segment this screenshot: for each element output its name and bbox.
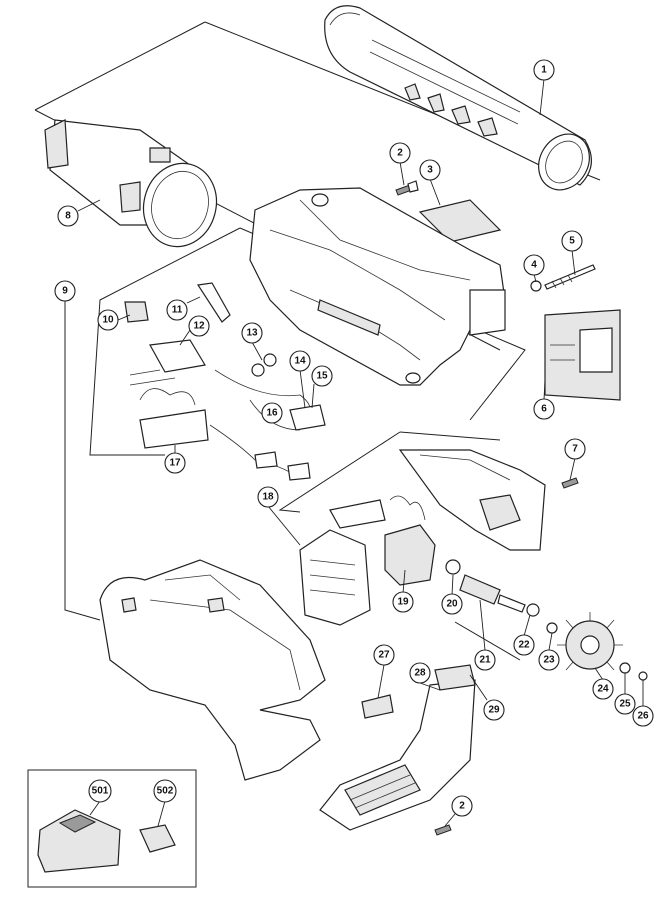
svg-text:7: 7 (572, 444, 578, 455)
svg-text:11: 11 (172, 305, 183, 316)
callout-23: 23 (538, 649, 560, 671)
svg-text:23: 23 (543, 655, 555, 666)
nozzle-part-8 (44, 119, 218, 248)
svg-text:2: 2 (397, 148, 403, 159)
lever-part-11 (196, 282, 231, 323)
blower-tube-part-1 (324, 5, 592, 191)
svg-text:27: 27 (378, 650, 390, 661)
callout-502: 502 (153, 779, 177, 803)
motor-housing (398, 449, 546, 551)
svg-text:1: 1 (541, 65, 547, 76)
upper-housing (249, 187, 506, 386)
part-27 (361, 694, 394, 719)
svg-text:20: 20 (446, 599, 458, 610)
callout-3: 3 (419, 159, 441, 181)
label-part-3 (418, 199, 502, 243)
svg-text:12: 12 (193, 321, 205, 332)
callout-2: 2 (389, 142, 411, 164)
callout-18: 18 (257, 486, 279, 508)
svg-text:18: 18 (262, 492, 274, 503)
callout-26: 26 (632, 705, 654, 727)
screw-part-2 (395, 180, 419, 196)
svg-text:501: 501 (92, 786, 109, 797)
controller-part-17 (139, 388, 311, 481)
svg-text:25: 25 (619, 699, 631, 710)
svg-text:3: 3 (427, 165, 433, 176)
callout-16: 16 (261, 402, 283, 424)
screw-part-2-lower (434, 824, 452, 836)
svg-text:17: 17 (169, 458, 181, 469)
callout-7: 7 (564, 438, 586, 460)
callout-29: 29 (483, 699, 505, 721)
lower-housing (99, 559, 326, 781)
svg-text:4: 4 (531, 260, 537, 271)
callout-5: 5 (561, 230, 583, 252)
motor-part-19 (329, 495, 436, 586)
callouts: 1 2 3 4 5 6 7 8 9 10 11 12 13 14 15 16 1… (54, 59, 654, 817)
svg-text:21: 21 (479, 655, 491, 666)
svg-text:24: 24 (597, 684, 609, 695)
callout-13: 13 (241, 322, 263, 344)
svg-text:29: 29 (488, 705, 500, 716)
svg-text:14: 14 (294, 356, 306, 367)
svg-text:10: 10 (102, 315, 114, 326)
rod-part-5 (544, 264, 596, 290)
callout-24: 24 (592, 678, 614, 700)
callout-25: 25 (614, 693, 636, 715)
adapter-part-502 (139, 824, 176, 853)
washer-part-25 (619, 662, 631, 674)
screw-part-7 (561, 477, 579, 489)
callout-12: 12 (188, 315, 210, 337)
leds-part-13 (251, 353, 277, 377)
svg-text:2: 2 (459, 801, 465, 812)
charger-part-501 (37, 809, 121, 873)
callout-15: 15 (311, 365, 333, 387)
callout-21: 21 (474, 649, 496, 671)
callout-501: 501 (88, 779, 112, 803)
spring-part-4 (530, 280, 542, 292)
svg-text:19: 19 (397, 597, 409, 608)
callout-20: 20 (441, 593, 463, 615)
svg-text:28: 28 (414, 668, 426, 679)
switch-cover-part-10 (124, 301, 149, 323)
intake-cover-parts-28-29 (319, 664, 476, 831)
accessory-box (27, 769, 197, 888)
callout-9: 9 (54, 280, 76, 302)
motor-cover-part-18 (299, 529, 371, 626)
leader-lines (77, 78, 644, 827)
svg-text:13: 13 (246, 328, 258, 339)
svg-text:5: 5 (569, 236, 575, 247)
callout-10: 10 (97, 309, 119, 331)
callout-28: 28 (409, 662, 431, 684)
callout-4: 4 (523, 254, 545, 276)
callout-19: 19 (392, 591, 414, 613)
callout-27: 27 (373, 644, 395, 666)
svg-text:9: 9 (62, 286, 68, 297)
svg-text:8: 8 (65, 211, 71, 222)
svg-text:15: 15 (316, 371, 328, 382)
callout-6: 6 (533, 398, 555, 420)
svg-text:6: 6 (541, 404, 547, 415)
svg-text:22: 22 (518, 640, 530, 651)
callout-8: 8 (57, 205, 79, 227)
battery-part-6 (544, 309, 621, 401)
svg-text:502: 502 (157, 786, 174, 797)
callout-1: 1 (533, 59, 555, 81)
callout-17: 17 (164, 452, 186, 474)
fan-part-24 (557, 612, 623, 671)
callout-11: 11 (166, 299, 188, 321)
shaft-assembly-parts-20-23 (445, 559, 558, 634)
switch-part-12 (129, 339, 206, 386)
callout-22: 22 (513, 634, 535, 656)
callout-2-lower: 2 (451, 795, 473, 817)
svg-text:26: 26 (637, 711, 649, 722)
svg-text:16: 16 (266, 408, 278, 419)
callout-14: 14 (289, 350, 311, 372)
nut-part-26 (638, 671, 648, 681)
